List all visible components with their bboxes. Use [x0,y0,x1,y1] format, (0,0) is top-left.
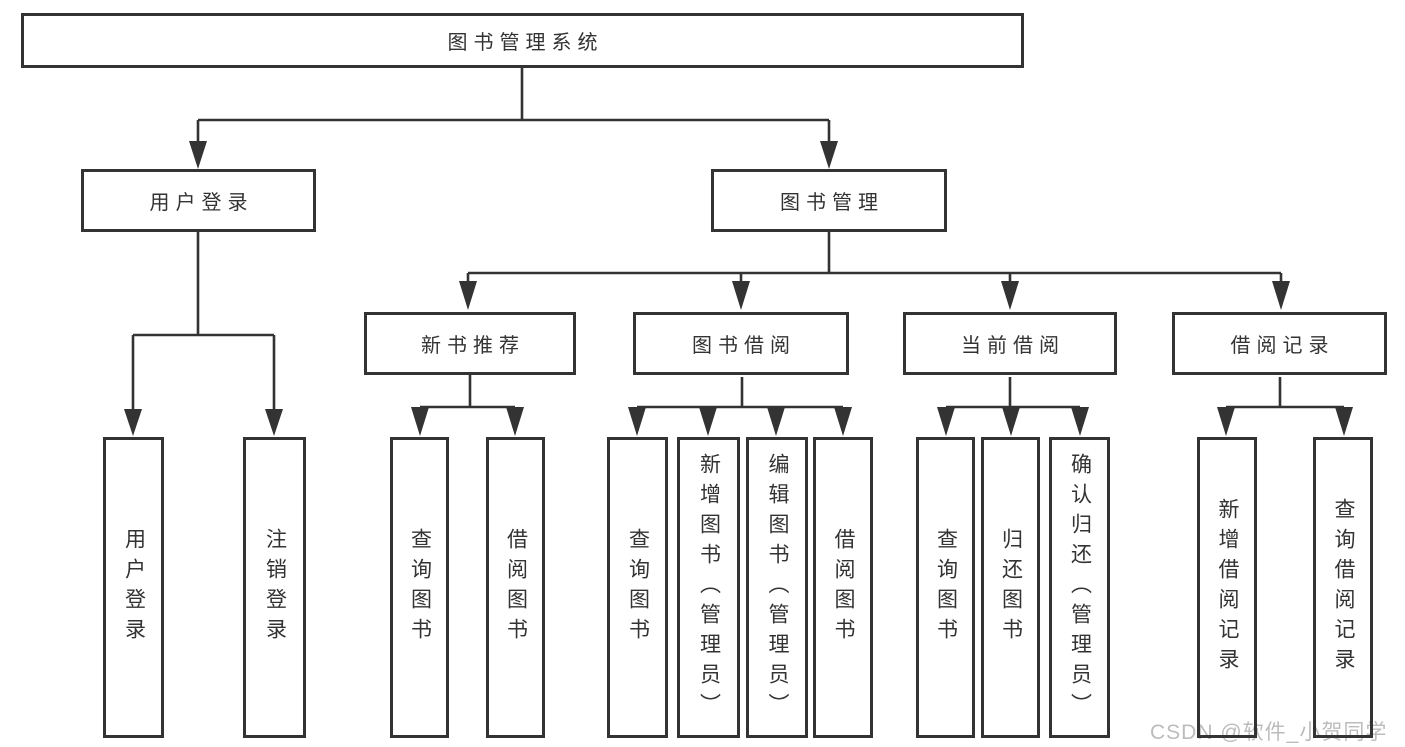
leaf-logout-label: 注销登录 [263,527,287,648]
node-current-borrow: 当前借阅 [903,312,1117,375]
leaf-add-book-admin-label: 新增图书（管理员） [697,452,721,723]
leaf-query-books-borrow: 查询图书 [607,437,668,738]
leaf-query-books-recommend: 查询图书 [390,437,449,738]
node-current-borrow-label: 当前借阅 [961,335,1065,357]
leaf-edit-book-admin-label: 编辑图书（管理员） [766,452,789,723]
node-user-login: 用户登录 [81,169,316,232]
node-user-login-label: 用户登录 [149,192,254,214]
leaf-add-borrow-record-label: 新增借阅记录 [1216,497,1239,678]
leaf-return-books-label: 归还图书 [999,527,1023,648]
node-book-management-label: 图书管理 [780,192,884,214]
leaf-query-books-recommend-label: 查询图书 [408,527,432,648]
leaf-user-login-label: 用户登录 [122,527,146,648]
leaf-query-books-current-label: 查询图书 [934,527,958,648]
leaf-confirm-return-admin: 确认归还（管理员） [1049,437,1110,738]
node-book-borrow-label: 图书借阅 [692,335,796,357]
leaf-query-borrow-record-label: 查询借阅记录 [1332,497,1355,678]
leaf-user-login: 用户登录 [103,437,164,738]
node-borrow-records-label: 借阅记录 [1230,335,1335,357]
node-root-label: 图书管理系统 [447,32,604,54]
leaf-edit-book-admin: 编辑图书（管理员） [746,437,808,738]
node-new-book-recommend-label: 新书推荐 [421,335,525,357]
leaf-borrow-books-recommend-label: 借阅图书 [504,527,528,648]
leaf-query-books-borrow-label: 查询图书 [626,527,650,648]
leaf-return-books: 归还图书 [981,437,1040,738]
node-new-book-recommend: 新书推荐 [364,312,576,375]
node-book-management: 图书管理 [711,169,947,232]
csdn-watermark: CSDN @软件_小贺同学 [1150,721,1388,744]
leaf-add-book-admin: 新增图书（管理员） [677,437,740,738]
leaf-borrow-books-recommend: 借阅图书 [486,437,545,738]
node-book-borrow: 图书借阅 [633,312,849,375]
node-borrow-records: 借阅记录 [1172,312,1387,375]
leaf-query-borrow-record: 查询借阅记录 [1313,437,1373,738]
leaf-confirm-return-admin-label: 确认归还（管理员） [1068,452,1092,723]
node-root-system: 图书管理系统 [21,13,1024,68]
leaf-add-borrow-record: 新增借阅记录 [1197,437,1257,738]
leaf-query-books-current: 查询图书 [916,437,975,738]
leaf-borrow-books: 借阅图书 [813,437,873,738]
leaf-borrow-books-label: 借阅图书 [832,527,855,648]
leaf-logout: 注销登录 [243,437,306,738]
